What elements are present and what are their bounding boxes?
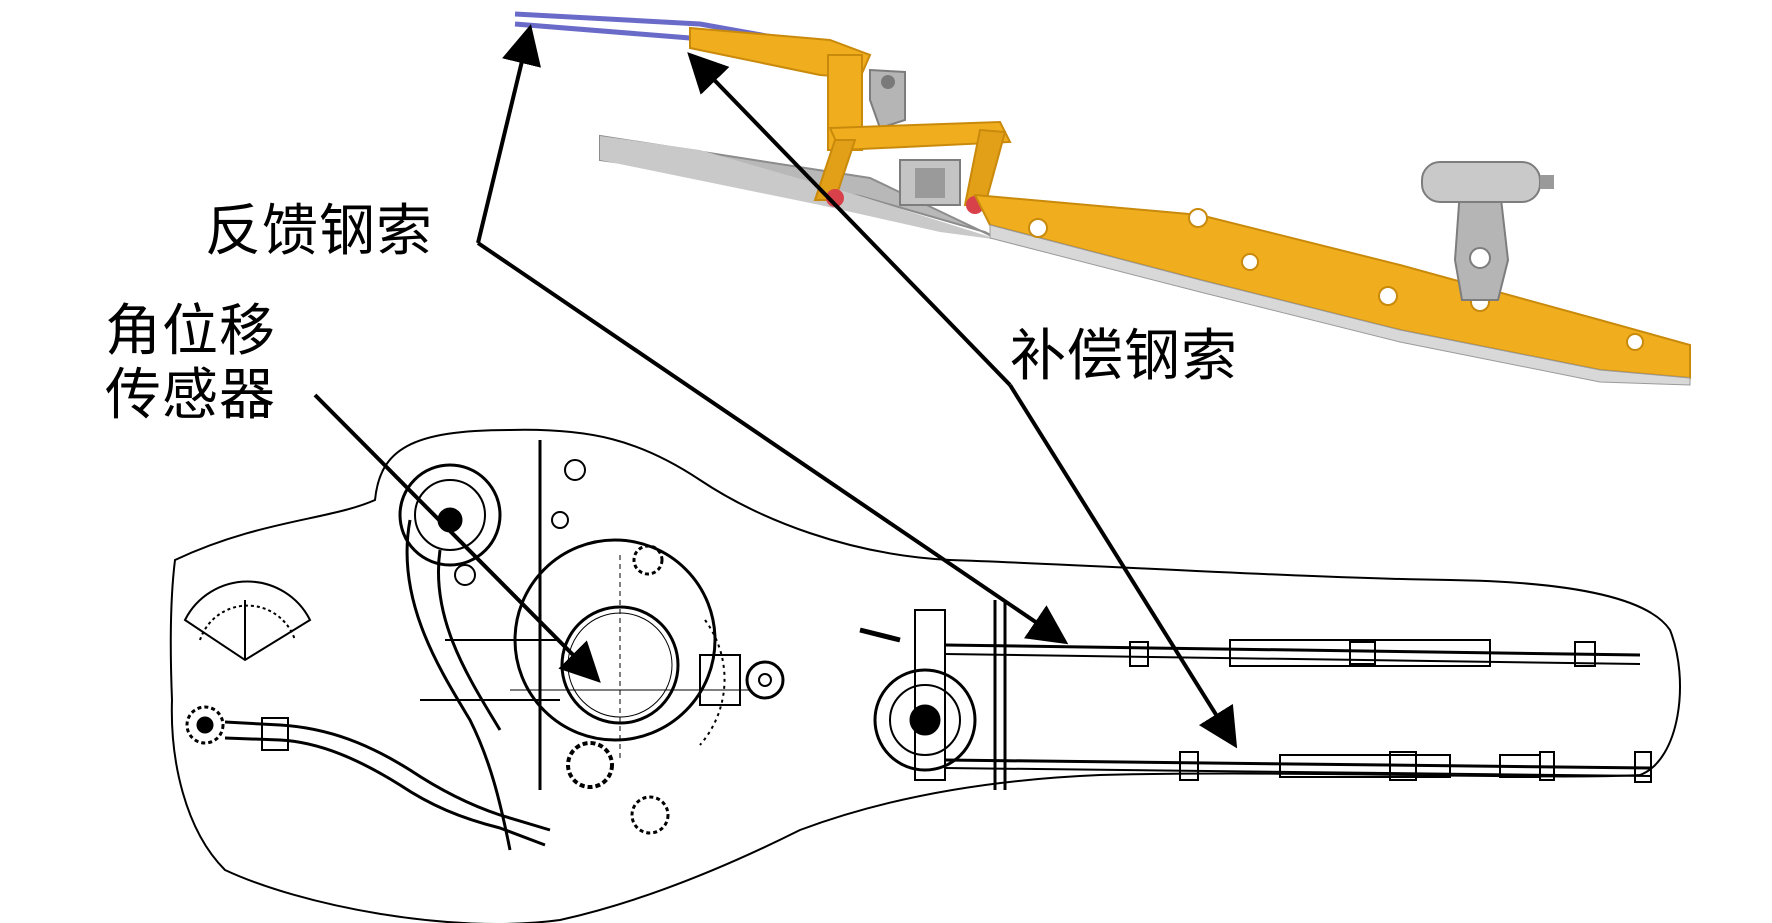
gauge-dial [183,580,312,662]
angular-sensor-label-line1: 角位移 [105,299,276,364]
feedback-cable-label: 反馈钢索 [205,199,433,264]
feedback-cable-leader-top [476,24,541,244]
compensation-cable-label: 补偿钢索 [1010,324,1238,389]
compensation-cable-leader-top [687,52,1012,387]
feedback-cable-leader-bottom [476,241,1069,645]
lever-assembly-3d [514,11,1691,386]
leader-lines [313,24,1238,749]
roller-icon [1421,161,1541,203]
feedback-cable-rail [944,639,1641,667]
mechanism-drawing [169,428,1681,923]
angular-sensor-disk [510,538,785,835]
compensation-cable-rail [944,751,1652,783]
housing-outline [169,428,1681,923]
small-gear-icon [454,459,586,586]
support-bracket [1453,189,1510,301]
pulley-assembly [859,600,1007,790]
compensation-cable-leader-bottom [1008,383,1238,749]
angular-sensor-label: 角位移 传感器 [105,300,276,428]
gray-bracket [869,68,906,130]
sensor-leader [313,393,601,683]
angular-sensor-label-line2: 传感器 [105,363,276,428]
